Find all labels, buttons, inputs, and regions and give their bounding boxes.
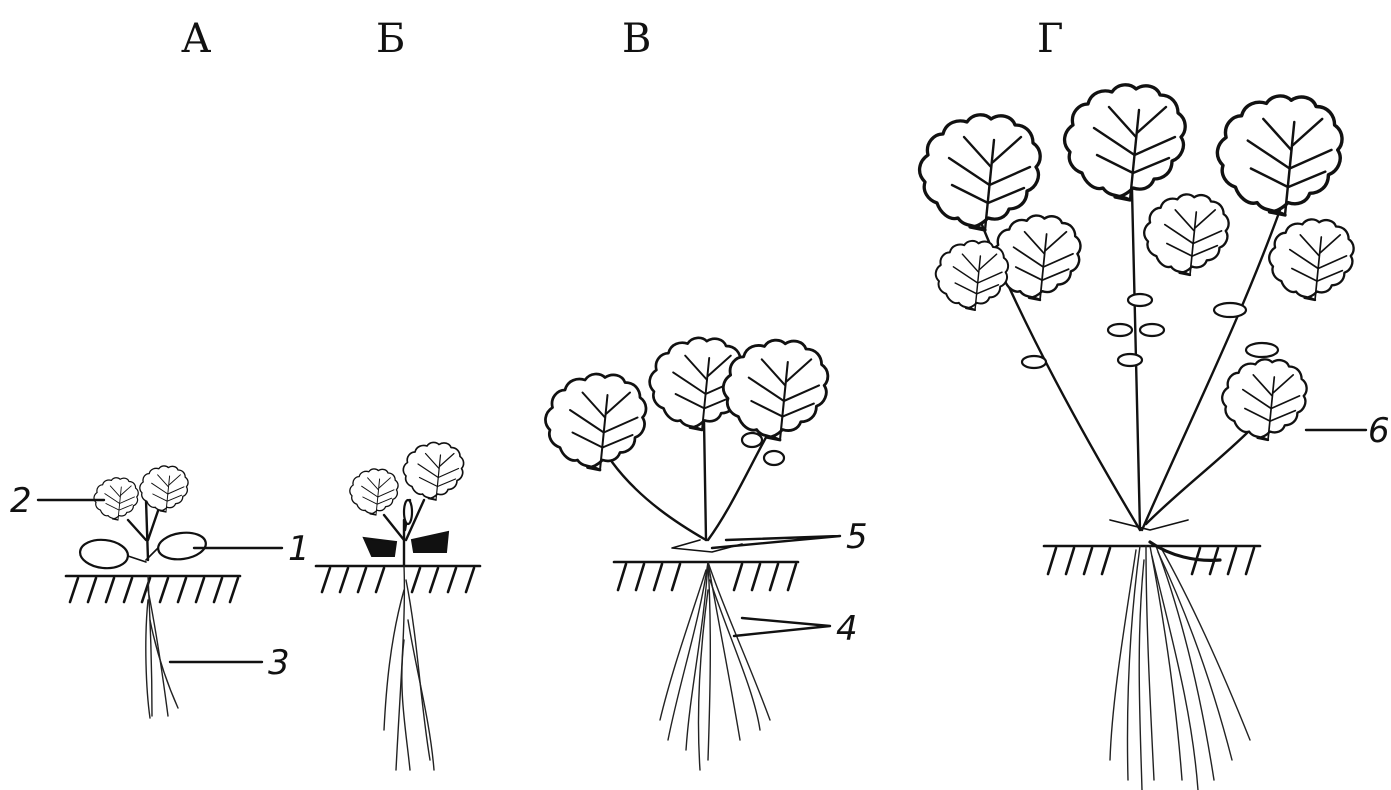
- stage-g-plant: [920, 85, 1354, 790]
- callout-3: 3: [268, 643, 290, 683]
- callout-1: 1: [288, 529, 310, 569]
- stage-letter-a: А: [181, 16, 211, 62]
- callout-2: 2: [10, 481, 32, 521]
- stage-v-plant: [545, 338, 827, 770]
- soil-hatching: [322, 568, 474, 592]
- stage-letter-b: Б: [376, 16, 405, 62]
- callout-4: 4: [836, 609, 858, 649]
- stage-a-seedling: [66, 466, 240, 718]
- soil-hatching: [70, 578, 238, 602]
- callout-6: 6: [1368, 411, 1390, 451]
- stage-letter-g: Г: [1037, 16, 1063, 62]
- stage-b-seedling: [316, 442, 480, 770]
- callout-5: 5: [846, 517, 868, 557]
- stage-letter-v: В: [622, 16, 651, 62]
